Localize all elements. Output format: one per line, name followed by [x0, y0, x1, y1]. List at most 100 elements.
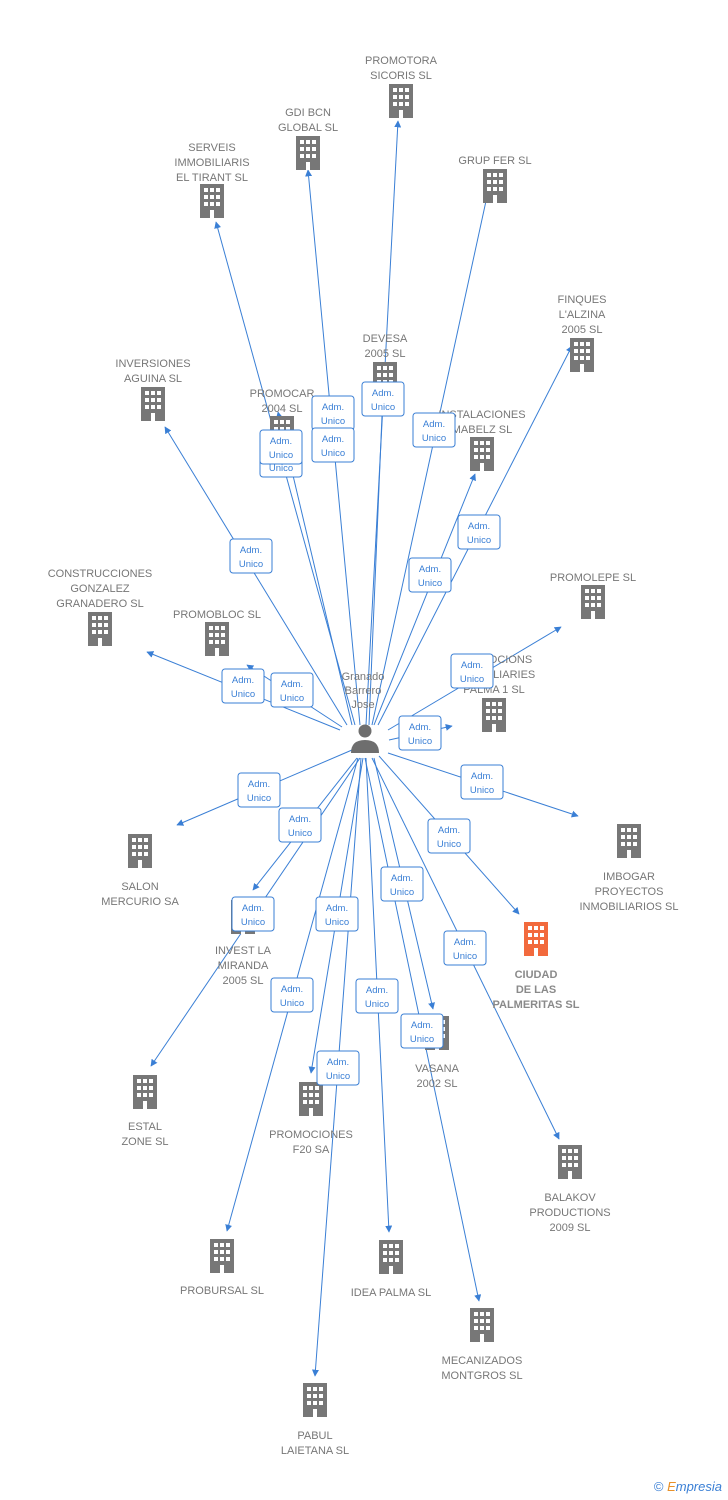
relation-label: Unico: [231, 689, 255, 700]
building-icon: [379, 1240, 403, 1274]
relation-badge: Adm.Unico: [315, 896, 359, 932]
company-label: 2005 SL: [223, 975, 264, 987]
company-label: EL TIRANT SL: [176, 172, 248, 184]
company-label: IDEA PALMA SL: [351, 1287, 432, 1299]
building-icon: [303, 1383, 327, 1417]
company-label: MERCURIO SA: [101, 896, 179, 908]
relation-badge: Adm. Unico: [311, 427, 355, 463]
company-label: 2005 SL: [562, 324, 603, 336]
relation-label: Adm.: [471, 771, 493, 782]
company-label: INVEST LA: [215, 945, 272, 957]
person-name-line: Jose: [351, 699, 374, 711]
company-node-idea-palma[interactable]: IDEA PALMA SL: [351, 1240, 432, 1299]
relation-label: Adm.: [242, 903, 264, 914]
relation-badge: Adm.Unico: [412, 412, 456, 448]
company-label: PROMOBLOC SL: [173, 609, 261, 621]
company-node-promolepe[interactable]: PROMOLEPE SL: [550, 572, 636, 619]
building-icon: [482, 698, 506, 732]
relation-badge: Adm.Unico: [408, 557, 452, 593]
relation-label: Unico: [467, 535, 491, 546]
relation-label: Unico: [453, 951, 477, 962]
relation-badge: Adm. Unico: [231, 896, 275, 932]
company-node-promobloc[interactable]: PROMOBLOC SL: [173, 609, 261, 656]
company-label: PROMOTORA: [365, 55, 438, 67]
relation-badge: Adm.Unico: [270, 977, 314, 1013]
person-icon: [351, 724, 379, 753]
relation-badge: Adm.Unico: [450, 653, 494, 689]
relation-label: Unico: [408, 736, 432, 747]
relation-label: Adm.: [423, 419, 445, 430]
company-node-promociones-f20[interactable]: PROMOCIONES F20 SA: [269, 1082, 353, 1156]
company-label: PABUL: [297, 1430, 332, 1442]
person-name-line: Barrero: [345, 685, 382, 697]
relation-label: Adm.: [240, 545, 262, 556]
relation-label: Unico: [371, 402, 395, 413]
relation-label: Unico: [241, 917, 265, 928]
company-label: GRANADERO SL: [56, 598, 143, 610]
company-label: DE LAS: [516, 984, 556, 996]
company-label: SERVEIS: [188, 142, 236, 154]
company-node-probursal[interactable]: PROBURSAL SL: [180, 1239, 264, 1297]
building-icon: [210, 1239, 234, 1273]
company-label: SICORIS SL: [370, 70, 432, 82]
building-icon: [558, 1145, 582, 1179]
relation-label: Adm.: [326, 903, 348, 914]
company-label: INVERSIONES: [115, 358, 190, 370]
relation-label: Adm.: [270, 436, 292, 447]
relation-badge: Adm.Unico: [427, 818, 471, 854]
company-label: AGUINA SL: [124, 373, 182, 385]
company-node-inversiones-aguina[interactable]: INVERSIONES AGUINA SL: [115, 358, 191, 421]
company-node-grup-fer[interactable]: GRUP FER SL: [458, 155, 532, 203]
relation-badge: Adm.Unico: [443, 930, 487, 966]
relation-badge: Adm.Unico: [400, 1013, 444, 1049]
company-label: F20 SA: [293, 1144, 330, 1156]
company-label: MECANIZADOS: [442, 1355, 523, 1367]
company-label: PROMOCIONES: [269, 1129, 353, 1141]
company-label: 2004 SL: [262, 403, 303, 415]
relation-badge: Adm.Unico: [278, 807, 322, 843]
building-icon: [128, 834, 152, 868]
relation-label: Unico: [460, 674, 484, 685]
building-icon: [141, 387, 165, 421]
building-icon: [389, 84, 413, 118]
building-icon: [617, 824, 641, 858]
relation-label: Unico: [269, 450, 293, 461]
relation-label: Unico: [326, 1071, 350, 1082]
relation-label: Unico: [390, 887, 414, 898]
building-icon: [483, 169, 507, 203]
relation-label: Adm.: [391, 873, 413, 884]
building-icon: [581, 585, 605, 619]
building-icon: [299, 1082, 323, 1116]
company-node-mecanizados-montgros[interactable]: MECANIZADOS MONTGROS SL: [441, 1308, 523, 1382]
company-node-promotora-sicoris[interactable]: PROMOTORA SICORIS SL: [365, 55, 438, 118]
company-label: 2009 SL: [550, 1222, 591, 1234]
relation-label: Adm.: [438, 825, 460, 836]
relation-label: Unico: [288, 828, 312, 839]
relation-label: Adm.: [322, 402, 344, 413]
edge-devesa-2005: [368, 367, 388, 726]
relation-label: Adm.: [322, 434, 344, 445]
company-label: IMBOGAR: [603, 871, 655, 883]
company-label: ZONE SL: [121, 1136, 168, 1148]
building-icon: [524, 922, 548, 956]
building-icon: [88, 612, 112, 646]
company-label: MONTGROS SL: [441, 1370, 522, 1382]
relation-label: Unico: [321, 448, 345, 459]
